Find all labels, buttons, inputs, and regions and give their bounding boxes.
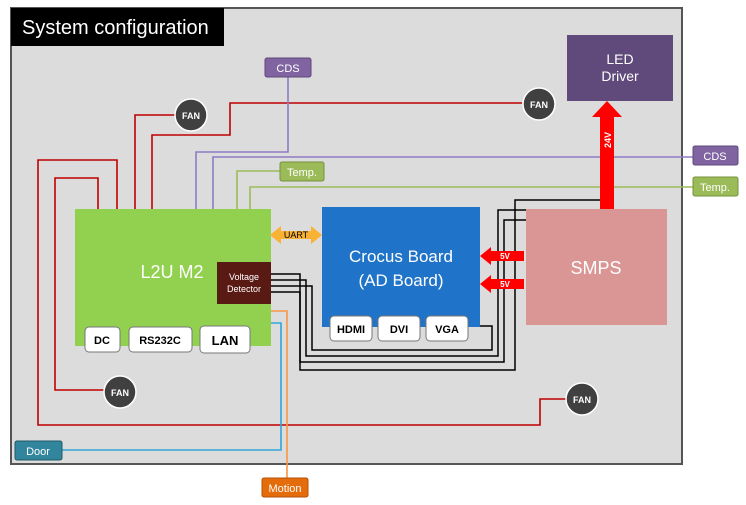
port-vga: VGA xyxy=(435,324,459,336)
5v-arrow-top xyxy=(480,247,524,265)
24v-label: 24V xyxy=(603,132,613,148)
port-hdmi: HDMI xyxy=(337,324,365,336)
5v-arrow-bottom xyxy=(480,275,524,293)
crocus-board xyxy=(322,207,480,327)
led-driver-label-2: Driver xyxy=(601,68,639,84)
fan-label: FAN xyxy=(530,100,548,110)
motion-tag xyxy=(261,477,309,498)
voltage-detector-label-2: Detector xyxy=(227,284,261,294)
uart-arrow xyxy=(270,226,322,244)
smps-label: SMPS xyxy=(570,258,621,278)
led-driver-block xyxy=(567,35,673,101)
port-dvi-box xyxy=(377,315,421,342)
fan-icon: FAN xyxy=(522,87,556,121)
5v-label-top: 5V xyxy=(500,252,510,261)
fan-label: FAN xyxy=(111,388,129,398)
port-lan: LAN xyxy=(212,333,239,348)
port-lan-box xyxy=(199,325,251,354)
port-dc-box xyxy=(84,326,121,353)
led-driver-label-1: LED xyxy=(606,51,633,67)
cds-right-tag xyxy=(692,145,739,166)
cds-top-label: CDS xyxy=(276,63,299,75)
title-background xyxy=(11,8,224,46)
fan-icon: FAN xyxy=(565,382,599,416)
voltage-detector-label-1: Voltage xyxy=(229,272,259,282)
uart-label: UART xyxy=(284,230,309,240)
port-rs232c: RS232C xyxy=(139,335,181,347)
temp-inner-tag xyxy=(279,161,325,182)
24v-arrow xyxy=(592,101,622,209)
port-hdmi-box xyxy=(329,315,373,342)
temp-inner-label: Temp. xyxy=(287,167,317,179)
motion-label: Motion xyxy=(268,483,301,495)
temp-wires xyxy=(236,170,693,210)
temp-right-tag xyxy=(692,176,739,197)
door-label: Door xyxy=(26,446,50,458)
5v-label-bottom: 5V xyxy=(500,280,510,289)
crocus-board-label-2: (AD Board) xyxy=(358,271,443,290)
fan-icon: FAN xyxy=(174,98,208,132)
port-vga-box xyxy=(425,315,469,342)
fan-icon: FAN xyxy=(103,375,137,409)
cds-top-tag xyxy=(264,57,312,78)
port-dvi: DVI xyxy=(390,324,408,336)
voltage-detector xyxy=(217,262,271,304)
crocus-board-label-1: Crocus Board xyxy=(349,247,453,266)
cds-wires xyxy=(195,77,693,210)
l2u-m2-label: L2U M2 xyxy=(140,262,203,282)
fan-label: FAN xyxy=(573,395,591,405)
temp-right-label: Temp. xyxy=(700,182,730,194)
door-tag xyxy=(14,440,63,461)
door-wire xyxy=(62,322,282,451)
diagram-title: System configuration xyxy=(22,17,209,39)
motion-wire xyxy=(271,310,288,478)
voltage-sense-wires xyxy=(271,199,603,371)
port-rs232c-box xyxy=(128,326,193,353)
smps-block xyxy=(526,209,667,325)
fan-label: FAN xyxy=(182,111,200,121)
port-dc: DC xyxy=(94,335,110,347)
fan-wires xyxy=(37,102,567,426)
cds-right-label: CDS xyxy=(703,151,726,163)
